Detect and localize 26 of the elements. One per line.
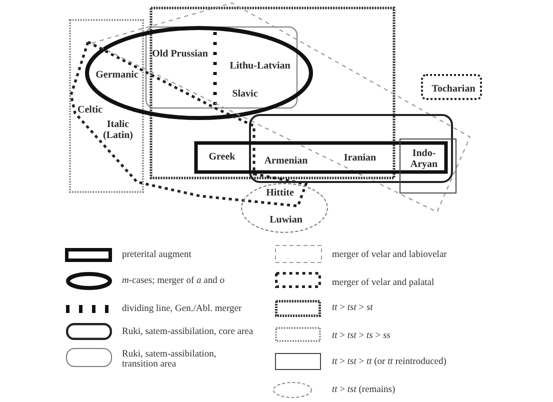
- legend-text: tt > tst > st: [332, 302, 373, 314]
- dotted-outline: [421, 74, 482, 100]
- language-name: Hittite: [266, 188, 294, 198]
- legend-text: tt > tst (remains): [332, 384, 396, 396]
- language-name: Luwian: [270, 214, 302, 226]
- legend-text: tt > tst > tt (or tt reintroduced): [332, 356, 446, 368]
- legend-text: tt > tst > ts > ss: [332, 330, 390, 342]
- language-name: Lithu-Latvian: [230, 60, 290, 72]
- legend-text: dividing line, Gen./Abl. merger: [122, 304, 242, 314]
- language-name: Celtic: [78, 104, 102, 116]
- language-name: Germanic: [96, 70, 138, 80]
- legend-text: Ruki, satem-assibilation, transition area: [122, 350, 218, 370]
- dashed-ellipse: [241, 183, 328, 233]
- legend-text: Ruki, satem-assibilation, core area: [122, 326, 254, 338]
- language-name: Slavic: [232, 88, 258, 100]
- language-name: Indo-Aryan: [410, 148, 438, 170]
- language-name: Tocharian: [432, 84, 476, 94]
- language-name: Iranian: [344, 152, 376, 164]
- legend-text: m-cases; merger of a and o: [122, 276, 224, 286]
- legend-text: preterital augment: [122, 250, 192, 260]
- legend-text: merger of velar and palatal: [332, 278, 434, 288]
- language-name: Greek: [208, 152, 236, 162]
- language-name: Italic (Latin): [103, 119, 133, 141]
- language-name: Old Prussian: [152, 48, 208, 60]
- language-name: Armenian: [264, 156, 308, 166]
- legend-text: merger of velar and labiovelar: [332, 250, 447, 260]
